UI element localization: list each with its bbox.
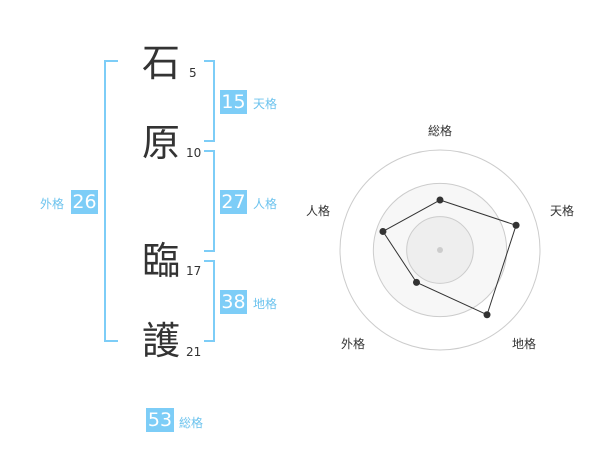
stroke-count-4: 21: [186, 345, 202, 359]
name-char-3: 臨: [142, 239, 181, 283]
radar-center: [437, 247, 443, 253]
radar-series-outline: [382, 199, 517, 316]
tenkaku-badge: 15: [220, 90, 247, 114]
radar-point-4: [379, 227, 387, 235]
gaikaku-badge: 26: [71, 190, 98, 214]
gaikaku-bracket: [104, 60, 118, 342]
radar-axis-label-3: 外格: [341, 337, 366, 351]
radar-point-0: [436, 196, 444, 204]
tenkaku-label: 天格: [253, 97, 278, 111]
chikaku-badge: 38: [220, 290, 247, 314]
radar-point-2: [483, 311, 491, 319]
name-char-2: 原: [142, 121, 181, 165]
radar-axis-label-1: 天格: [550, 204, 575, 218]
soukaku-badge: 53: [146, 408, 174, 432]
jinkaku-bracket: [204, 150, 215, 252]
gaikaku-label: 外格: [40, 197, 65, 211]
chikaku-label: 地格: [253, 297, 278, 311]
chikaku-bracket: [204, 260, 215, 342]
name-char-1: 石: [142, 41, 181, 85]
radar-point-1: [512, 221, 520, 229]
stroke-count-1: 5: [189, 66, 197, 80]
stroke-count-2: 10: [186, 146, 202, 160]
radar-axis-label-2: 地格: [512, 337, 537, 351]
jinkaku-badge: 27: [220, 190, 247, 214]
tenkaku-bracket: [204, 60, 215, 142]
radar-axis-label-0: 総格: [428, 124, 453, 138]
soukaku-label: 総格: [179, 416, 204, 430]
radar-axis-label-4: 人格: [306, 204, 331, 218]
name-char-4: 護: [142, 319, 181, 363]
radar-point-3: [412, 278, 420, 286]
jinkaku-label: 人格: [253, 197, 278, 211]
stroke-count-3: 17: [186, 264, 202, 278]
